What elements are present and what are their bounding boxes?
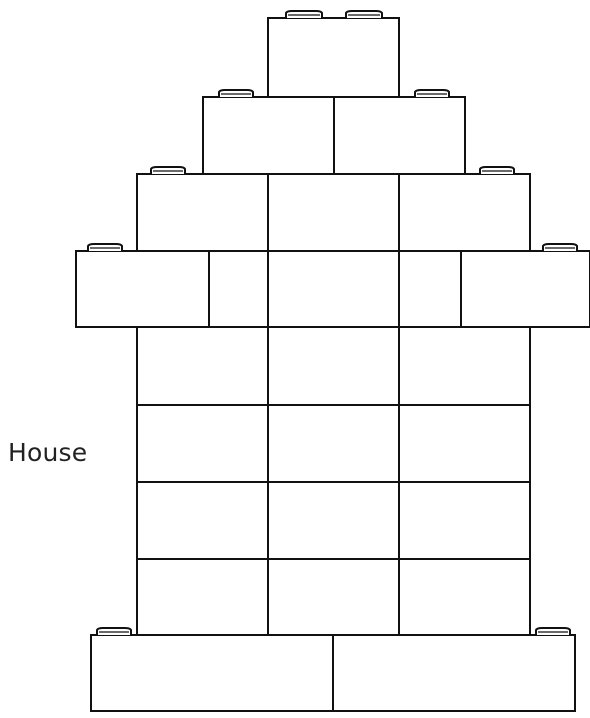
wall-brick-1-middle	[268, 327, 399, 405]
wall-brick-2-left	[137, 405, 268, 482]
wall-brick-3-right	[399, 482, 530, 559]
eave-brick-right	[461, 251, 590, 327]
roof-brick-left	[203, 97, 334, 174]
eave-brick-inner-right	[399, 251, 461, 327]
top-brick	[268, 18, 399, 97]
wall-brick-4-left	[137, 559, 268, 635]
roof-brick-right	[334, 97, 465, 174]
upper-brick-middle	[268, 174, 399, 251]
wall-brick-2-right	[399, 405, 530, 482]
eave-brick-left	[76, 251, 209, 327]
eave-brick-inner-left	[209, 251, 268, 327]
bricks-layer	[76, 18, 590, 711]
eave-brick-middle	[268, 251, 399, 327]
base-brick-left	[91, 635, 333, 711]
wall-brick-4-middle	[268, 559, 399, 635]
wall-brick-1-left	[137, 327, 268, 405]
wall-brick-4-right	[399, 559, 530, 635]
upper-brick-right	[399, 174, 530, 251]
upper-brick-left	[137, 174, 268, 251]
wall-brick-3-middle	[268, 482, 399, 559]
wall-brick-1-right	[399, 327, 530, 405]
wall-brick-2-middle	[268, 405, 399, 482]
house-label: House	[8, 438, 87, 467]
wall-brick-3-left	[137, 482, 268, 559]
base-brick-right	[333, 635, 575, 711]
